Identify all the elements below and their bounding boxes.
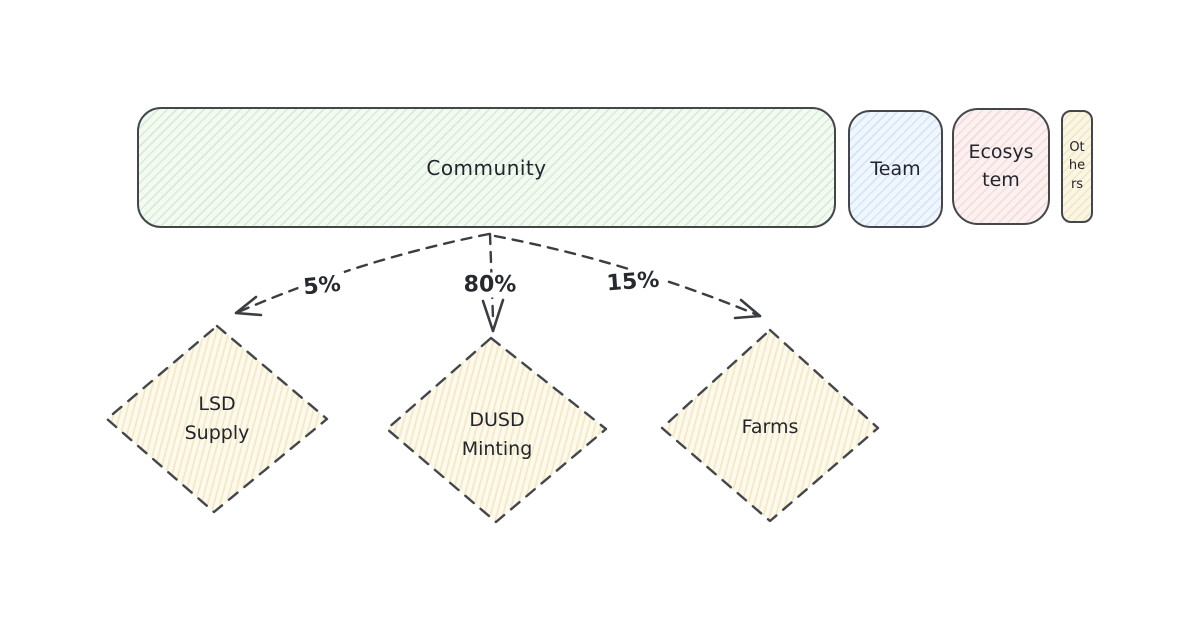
arrow-label-80-percent: 80% — [458, 272, 522, 298]
ecosystem-node: Ecosystem — [952, 108, 1050, 225]
community-node: Community — [137, 107, 836, 228]
arrowhead-dusd-minting — [481, 298, 505, 333]
arrowhead-lsd-supply — [234, 295, 263, 317]
farms-diamond — [660, 328, 880, 523]
dusd-minting-diamond — [385, 336, 608, 524]
arrow-community-to-farms — [493, 234, 762, 318]
others-node: Others — [1061, 110, 1093, 223]
farms-label: Farms — [741, 416, 799, 438]
team-node: Team — [848, 110, 943, 228]
lsd-supply-diamond — [105, 324, 329, 514]
arrow-label-15-percent: 15% — [600, 267, 666, 297]
lsd-supply-label: LSD Supply — [184, 393, 250, 445]
dusd-minting-label: DUSD Minting — [461, 409, 533, 461]
arrowhead-farms — [733, 298, 762, 320]
arrow-label-5-percent: 5% — [297, 271, 347, 301]
community-label: Community — [426, 155, 547, 180]
diamond-nodes — [105, 324, 880, 524]
ecosystem-label: Ecosystem — [968, 140, 1034, 191]
team-label: Team — [870, 158, 921, 180]
others-label: Others — [1068, 140, 1086, 192]
arrow-community-to-lsd-supply — [234, 232, 491, 315]
